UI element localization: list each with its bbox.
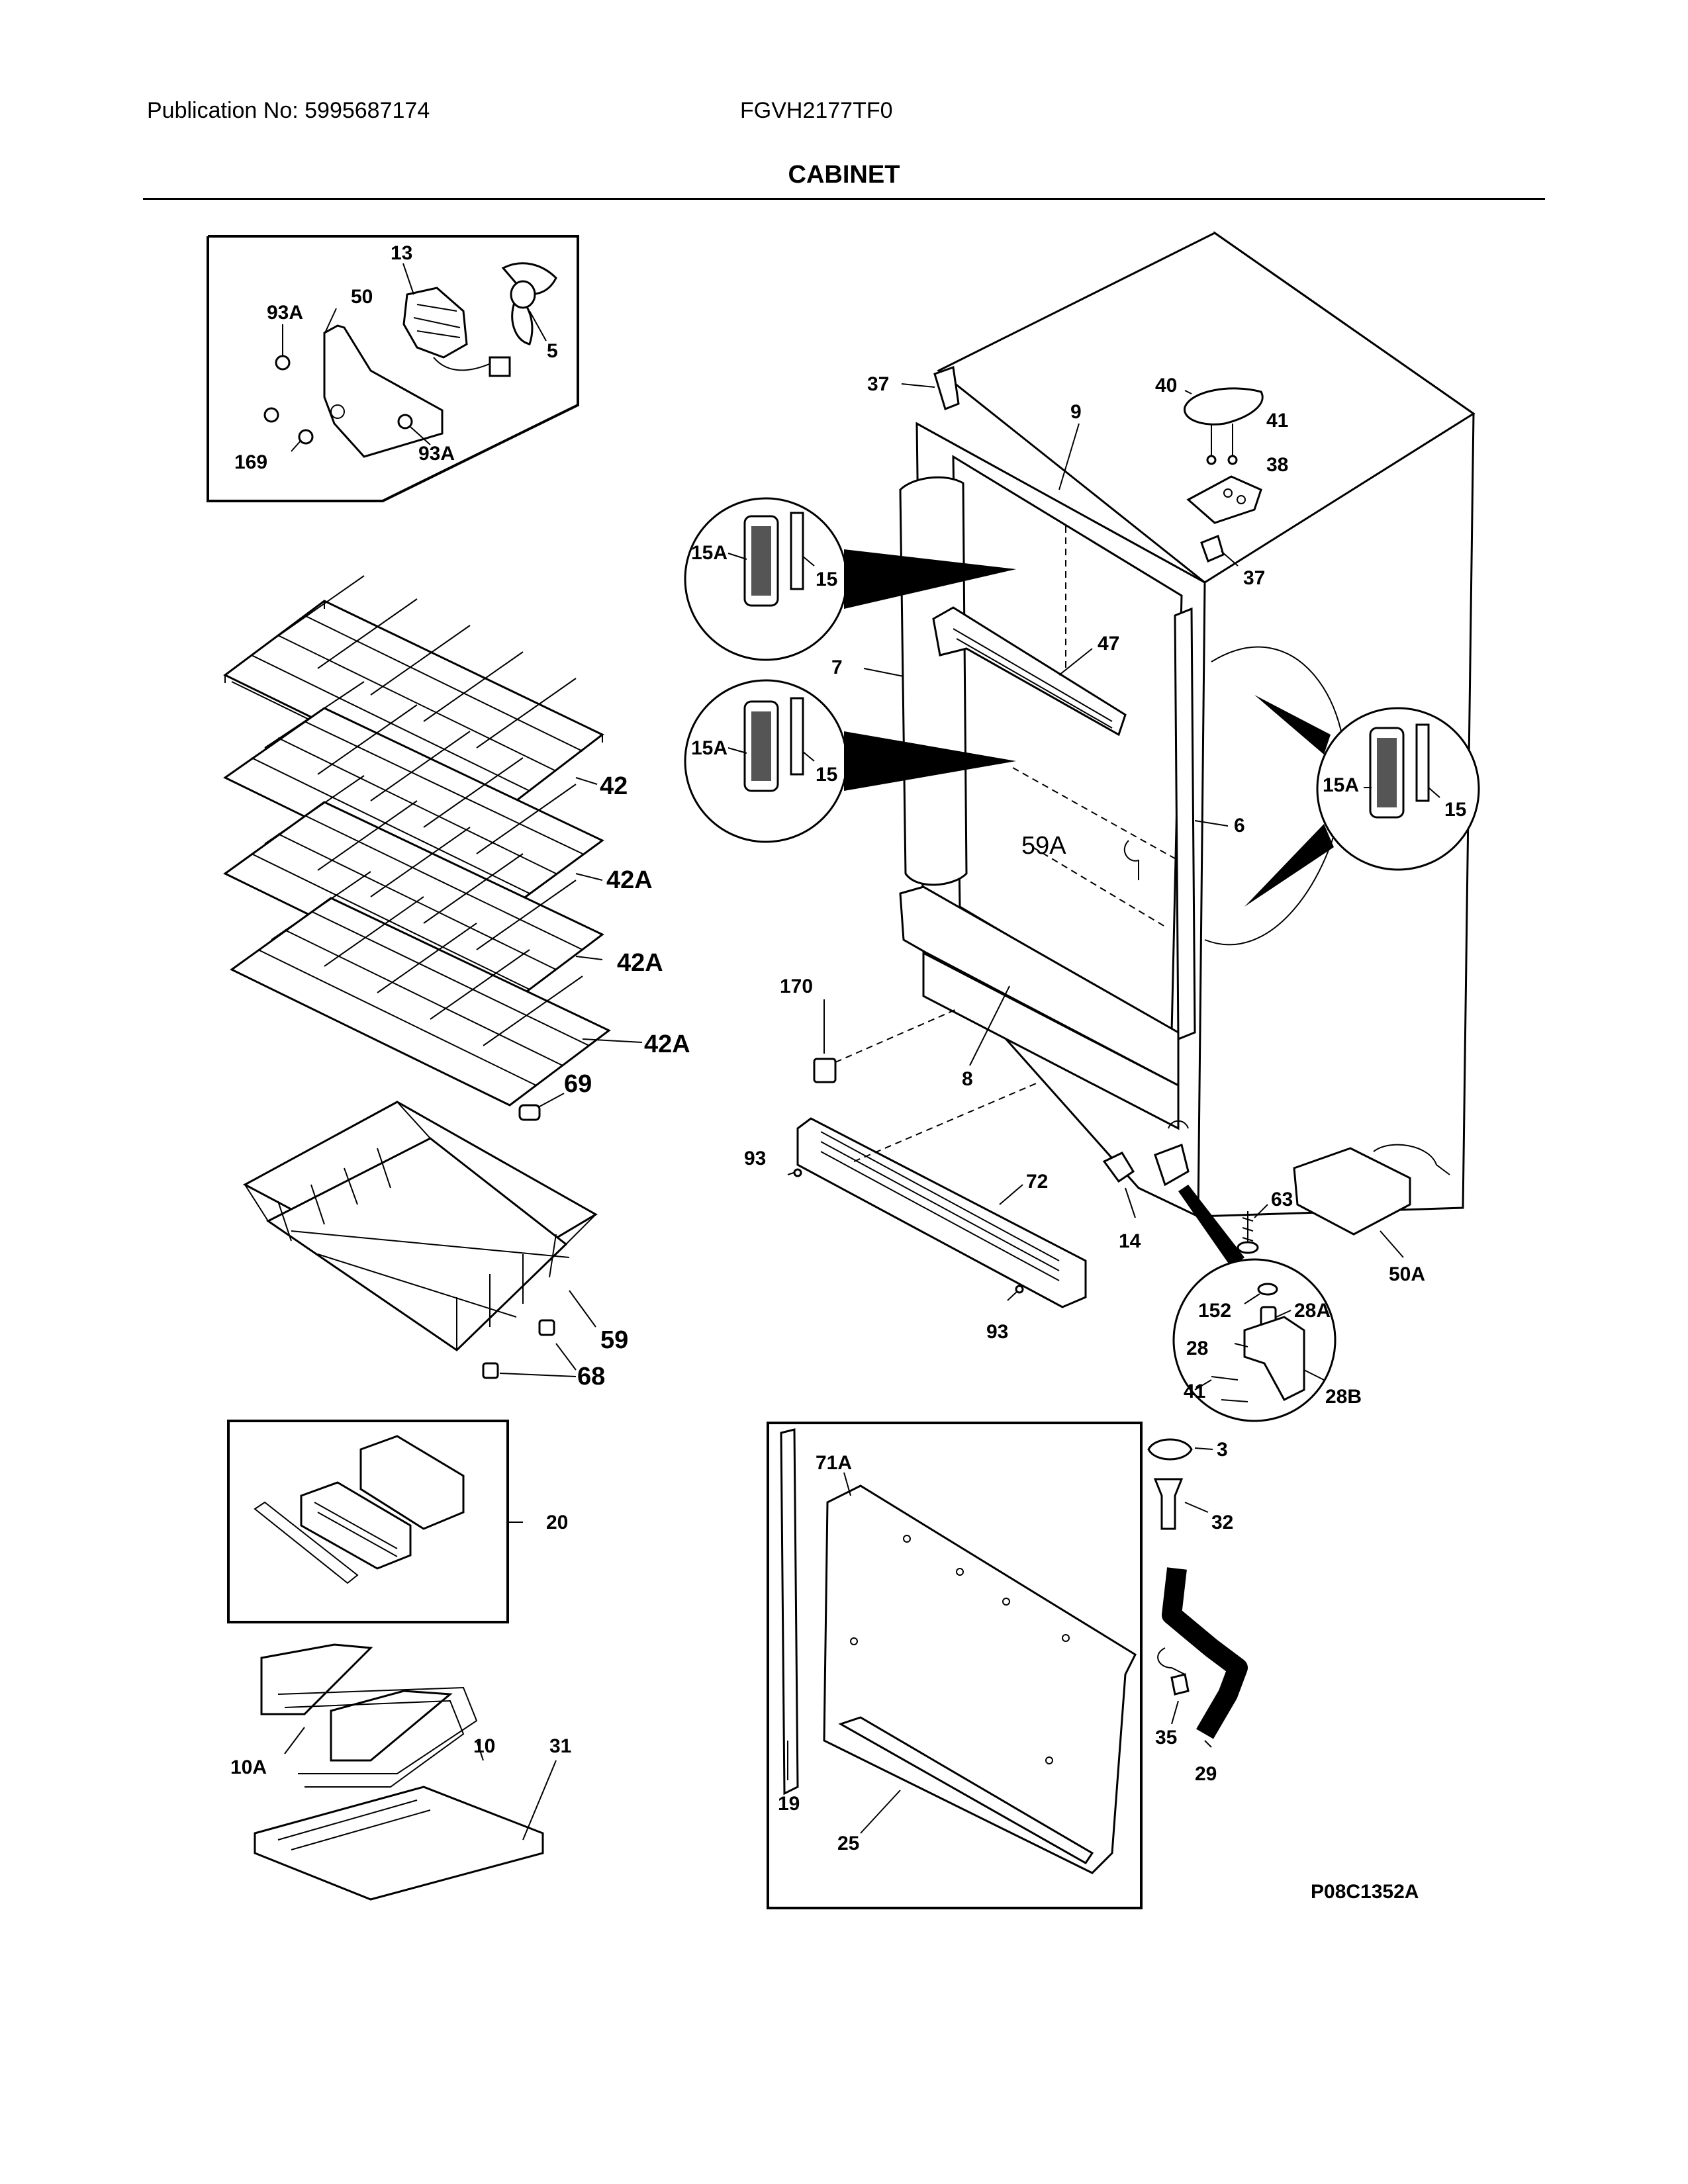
callout-93: 93	[744, 1148, 766, 1169]
header-divider	[143, 198, 1545, 200]
callout-3: 3	[1217, 1439, 1228, 1461]
drawing-code: P08C1352A	[1311, 1881, 1419, 1903]
callout-25: 25	[837, 1833, 859, 1854]
callout-41-hinge: 41	[1184, 1381, 1205, 1402]
callout-9: 9	[1070, 401, 1082, 423]
basket-59: 69 59 68	[242, 1070, 628, 1390]
callout-32: 32	[1211, 1512, 1233, 1533]
callout-15-3: 15	[1444, 799, 1466, 821]
callout-50a: 50A	[1389, 1263, 1425, 1285]
callout-37-right: 37	[1243, 567, 1265, 589]
callout-13: 13	[391, 242, 412, 264]
hinge-detail-circle: 152 28A 28 41 28B	[1172, 1185, 1362, 1422]
callout-42: 42	[600, 772, 628, 800]
callout-15-2: 15	[816, 764, 837, 786]
detail-circle-right: 15A 15	[1244, 695, 1480, 907]
callout-19: 19	[778, 1793, 800, 1815]
door-inset: 71A 19 25	[767, 1422, 1143, 1909]
callout-69: 69	[564, 1070, 592, 1098]
callout-20: 20	[546, 1512, 568, 1533]
fan-motor-inset: 13 50 93A 5 169 93A	[207, 235, 579, 502]
wire-shelves: 42 42A 42A 42A	[223, 575, 690, 1107]
callout-41: 41	[1266, 410, 1288, 432]
detail-circle-middle: 15A 15	[684, 679, 1016, 843]
callout-42a-2: 42A	[617, 949, 663, 977]
callout-59: 59	[600, 1326, 628, 1354]
callout-10: 10	[473, 1735, 495, 1757]
lower-front-parts: 170 93 72 93 14 63 50A	[744, 976, 1450, 1343]
callout-42a: 42A	[606, 866, 653, 894]
callout-63: 63	[1271, 1189, 1293, 1210]
callout-40: 40	[1155, 375, 1177, 396]
callout-10a: 10A	[230, 1756, 267, 1778]
callout-93-bottom: 93	[986, 1321, 1008, 1343]
callout-152: 152	[1198, 1300, 1231, 1322]
callout-93a-bottom: 93A	[418, 443, 455, 465]
callout-37: 37	[867, 373, 889, 395]
callout-47: 47	[1098, 633, 1119, 655]
callout-15a: 15A	[691, 542, 727, 564]
callout-38: 38	[1266, 454, 1288, 476]
callout-15a-2: 15A	[691, 737, 727, 759]
model-number: FGVH2177TF0	[740, 98, 893, 123]
callout-6: 6	[1234, 815, 1245, 837]
shelf-42a-1	[223, 681, 604, 915]
callout-68: 68	[577, 1363, 605, 1390]
callout-15: 15	[816, 569, 837, 590]
part-170	[813, 1058, 837, 1083]
callout-35: 35	[1155, 1727, 1177, 1749]
leveler-and-drain: 3 32 35 29	[1147, 1438, 1248, 1785]
control-board-inset: 20	[227, 1420, 568, 1623]
callout-170: 170	[780, 976, 813, 997]
callout-31: 31	[549, 1735, 571, 1757]
callout-14: 14	[1119, 1230, 1141, 1252]
callout-8: 8	[962, 1068, 973, 1090]
defrost-heater-assembly: 10A 10 31	[230, 1643, 571, 1901]
section-title: CABINET	[788, 161, 900, 189]
callout-72: 72	[1026, 1171, 1048, 1193]
detail-circle-upper: 15A 15	[684, 497, 1016, 661]
callout-5: 5	[547, 340, 558, 362]
publication-number: Publication No: 5995687174	[147, 98, 430, 123]
callout-29: 29	[1195, 1763, 1217, 1785]
callout-42a-3: 42A	[644, 1030, 690, 1058]
callout-93a: 93A	[267, 302, 303, 324]
shelf-42a-3	[230, 871, 611, 1107]
callout-28a: 28A	[1294, 1300, 1331, 1322]
callout-50: 50	[351, 286, 373, 308]
cabinet-body: 37 9 40 41 38 37 7 47 6 59A 8	[831, 231, 1476, 1218]
callout-28: 28	[1186, 1338, 1208, 1359]
callout-28b: 28B	[1325, 1386, 1362, 1408]
callout-71a: 71A	[816, 1452, 852, 1474]
callout-59a: 59A	[1021, 832, 1066, 860]
callout-7: 7	[831, 657, 843, 678]
callout-15a-3: 15A	[1323, 774, 1359, 796]
callout-169: 169	[234, 451, 267, 473]
